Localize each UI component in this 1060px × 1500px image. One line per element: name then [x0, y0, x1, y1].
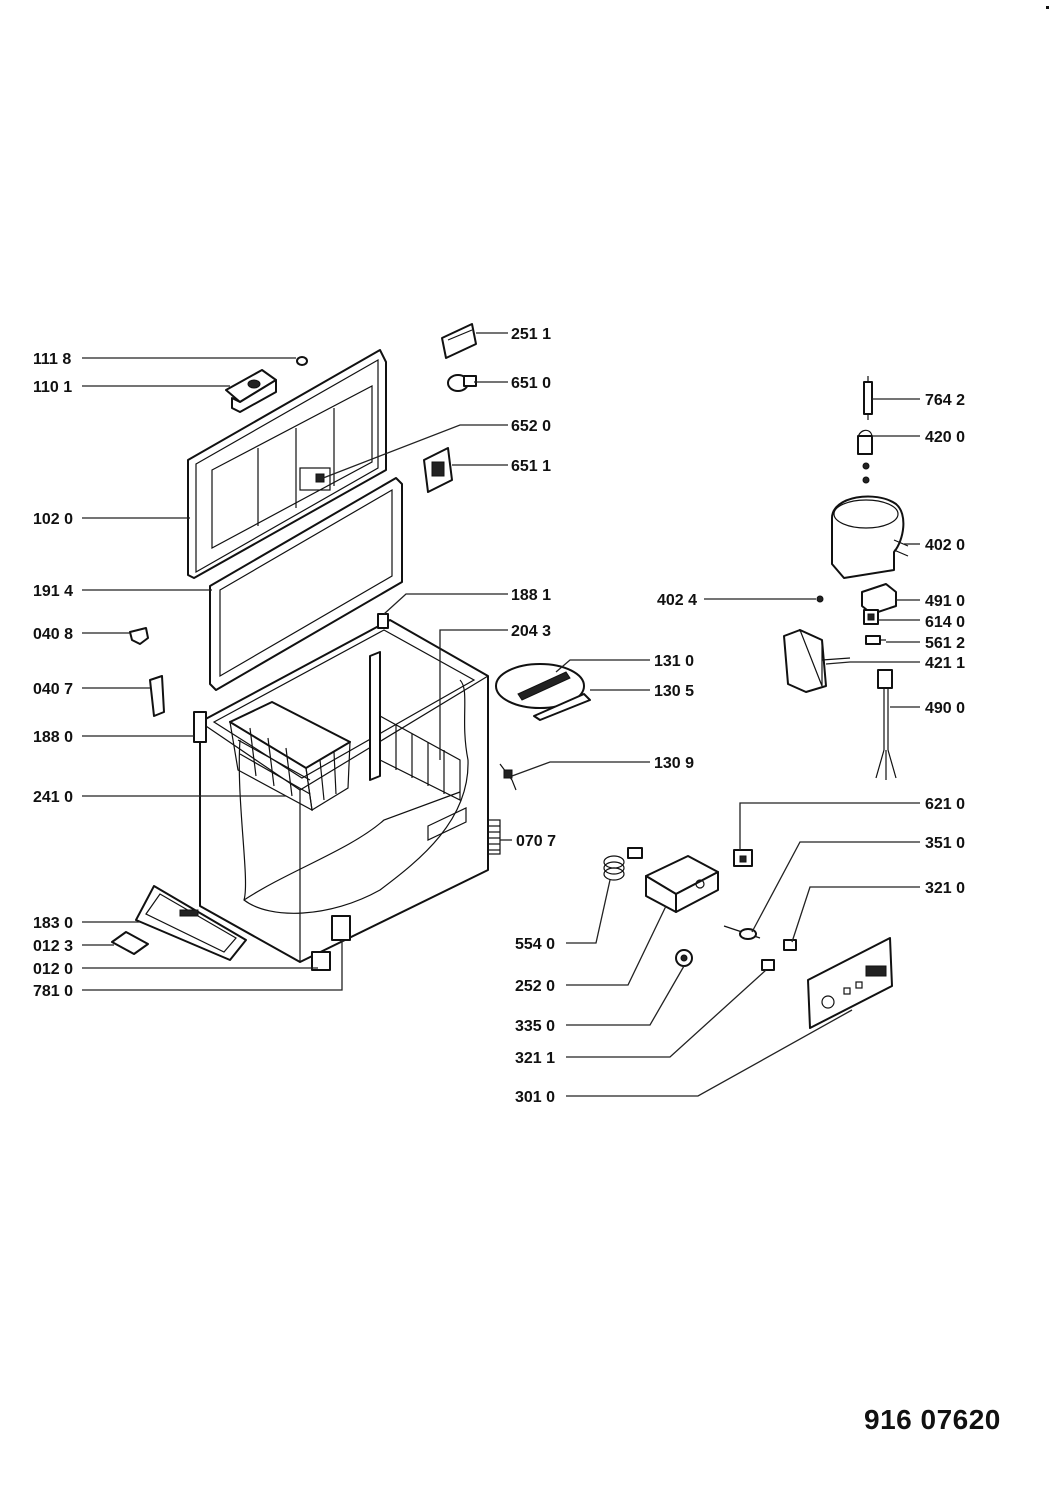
callout-251-1: 251 1 [511, 326, 551, 343]
callout-241-0: 241 0 [33, 789, 73, 806]
part-012-3 [111, 931, 149, 955]
document-number: 916 07620 [864, 1404, 1001, 1435]
sensor-130-9 [499, 763, 517, 791]
callout-110-1: 110 1 [33, 379, 72, 396]
capillary-filter [863, 376, 873, 420]
part-251-1 [441, 323, 477, 359]
callout-402-0: 402 0 [925, 537, 965, 554]
callout-111-8: 111 8 [33, 351, 71, 368]
leader-lines [82, 332, 920, 1097]
clip-040-8 [129, 627, 149, 645]
callout-781-0: 781 0 [33, 983, 73, 1000]
parts-drawing [111, 323, 909, 1029]
callout-651-1: 651 1 [511, 458, 551, 475]
callout-070-7: 070 7 [516, 833, 556, 850]
starter-421-1 [783, 628, 851, 693]
callout-130-5: 130 5 [654, 683, 694, 700]
corner-mark [1046, 6, 1049, 9]
control-panel [807, 937, 893, 1029]
overload-614-0 [863, 609, 879, 625]
callout-421-1: 421 1 [925, 655, 965, 672]
callout-561-2: 561 2 [925, 635, 965, 652]
callout-402-4: 402 4 [657, 592, 697, 609]
callout-651-0: 651 0 [511, 375, 551, 392]
callout-652-0: 652 0 [511, 418, 551, 435]
callout-351-0: 351 0 [925, 835, 965, 852]
led-321-0 [783, 939, 797, 951]
compressor [831, 495, 909, 579]
callout-420-0: 420 0 [925, 429, 965, 446]
grommet-402-4 [816, 595, 824, 603]
callout-131-0: 131 0 [654, 653, 694, 670]
power-cord [875, 669, 897, 780]
callout-335-0: 335 0 [515, 1018, 555, 1035]
lid-gasket [209, 477, 403, 691]
callout-188-0: 188 0 [33, 729, 73, 746]
callout-040-8: 040 8 [33, 626, 73, 643]
lid-handle [225, 369, 277, 413]
lid [187, 349, 387, 579]
callout-188-1: 188 1 [511, 587, 551, 604]
relay-box [645, 855, 719, 913]
capacitor-561-2 [865, 635, 886, 645]
callout-554-0: 554 0 [515, 936, 555, 953]
drier-420-0 [857, 429, 873, 484]
base-plate [135, 885, 247, 961]
relay-491-0 [861, 583, 897, 615]
callout-321-1: 321 1 [515, 1050, 555, 1067]
callout-204-3: 204 3 [511, 623, 551, 640]
callout-321-0: 321 0 [925, 880, 965, 897]
callout-621-0: 621 0 [925, 796, 965, 813]
callout-040-7: 040 7 [33, 681, 73, 698]
bracket-040-7 [149, 675, 165, 717]
lock-cap [296, 356, 308, 366]
callout-labels: 111 8 110 1 102 0 191 4 040 8 040 7 188 … [33, 326, 965, 1106]
callout-012-0: 012 0 [33, 961, 73, 978]
callout-491-0: 491 0 [925, 593, 965, 610]
callout-614-0: 614 0 [925, 614, 965, 631]
callout-764-2: 764 2 [925, 392, 965, 409]
callout-183-0: 183 0 [33, 915, 73, 932]
callout-012-3: 012 3 [33, 938, 73, 955]
thermostat-cover [495, 663, 591, 721]
callout-102-0: 102 0 [33, 511, 73, 528]
bulb-651-0 [447, 374, 477, 392]
lamp-holder-651-1 [423, 447, 453, 493]
callout-301-0: 301 0 [515, 1089, 555, 1106]
led-321-1 [761, 959, 775, 971]
wire-basket [229, 701, 351, 812]
callout-252-0: 252 0 [515, 978, 555, 995]
knob-335-0 [675, 949, 693, 967]
switch-621-0 [733, 849, 753, 867]
callout-490-0: 490 0 [925, 700, 965, 717]
spring-554-0 [603, 847, 643, 881]
callout-130-9: 130 9 [654, 755, 694, 772]
callout-191-4: 191 4 [33, 583, 73, 600]
